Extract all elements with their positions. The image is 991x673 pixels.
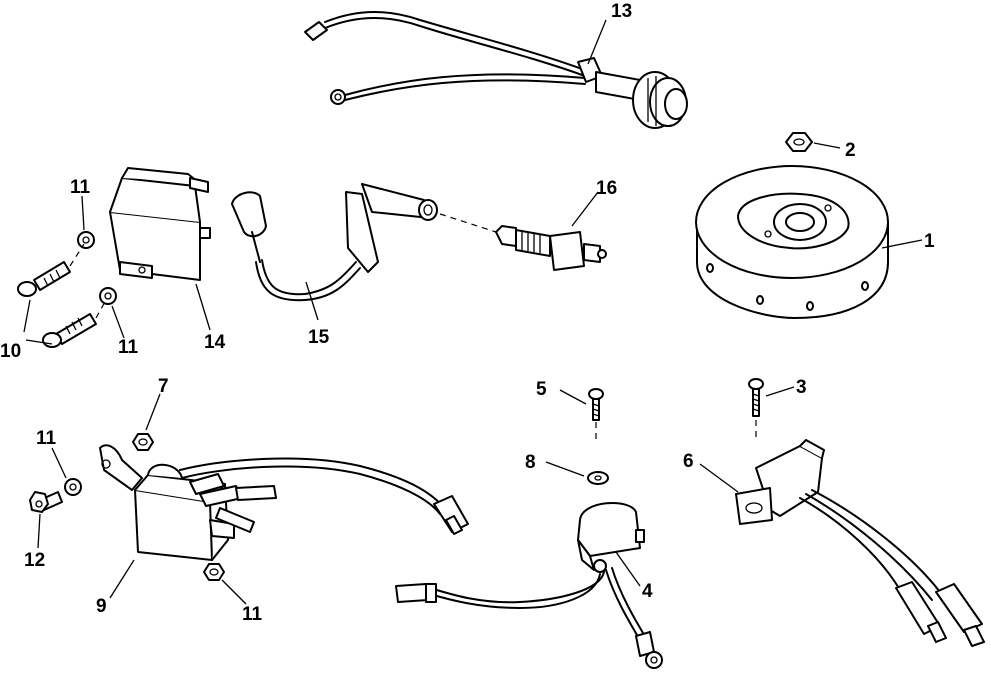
charge-coil — [735, 439, 985, 647]
callout-16: 16 — [596, 178, 617, 199]
callout-11-upper-b: 11 — [118, 337, 139, 358]
flywheel-nut — [785, 132, 813, 152]
callout-10: 10 — [0, 341, 21, 362]
washer-lower-b — [203, 563, 225, 581]
spark-plug — [439, 213, 607, 271]
stop-switch-harness — [304, 11, 688, 129]
callout-11-lower-b: 11 — [242, 604, 263, 625]
callout-12: 12 — [24, 550, 45, 571]
stator-screw — [748, 378, 764, 442]
ignition-coil — [109, 167, 211, 281]
callout-3: 3 — [796, 377, 807, 398]
trigger-coil — [395, 502, 663, 669]
callout-11-upper-a: 11 — [70, 177, 91, 198]
callout-5: 5 — [536, 379, 547, 400]
callout-13: 13 — [611, 1, 632, 22]
callout-14: 14 — [204, 332, 226, 353]
switch-box — [99, 444, 469, 561]
coil-screw-upper — [17, 243, 85, 297]
callout-labels: 1 2 3 4 5 6 7 8 9 10 11 11 11 11 12 13 1… — [0, 1, 935, 625]
trigger-washer — [587, 471, 609, 485]
callout-9: 9 — [96, 596, 107, 617]
callout-1: 1 — [924, 231, 935, 252]
leader-lines — [23, 19, 923, 605]
switch-box-nut — [132, 433, 154, 451]
callout-8: 8 — [525, 452, 536, 473]
callout-15: 15 — [308, 327, 330, 348]
flywheel — [695, 165, 889, 319]
washer-upper-a — [77, 231, 95, 249]
washer-lower-a — [64, 478, 82, 496]
callout-11-lower-a: 11 — [36, 428, 57, 449]
switch-box-screw — [29, 491, 63, 513]
washer-upper-b — [99, 287, 117, 305]
trigger-screw — [588, 388, 604, 444]
spark-plug-lead — [231, 183, 438, 302]
callout-2: 2 — [845, 140, 856, 161]
callout-7: 7 — [158, 376, 169, 397]
coil-screw-lower — [42, 299, 107, 348]
callout-4: 4 — [642, 581, 653, 602]
callout-6: 6 — [683, 451, 694, 472]
